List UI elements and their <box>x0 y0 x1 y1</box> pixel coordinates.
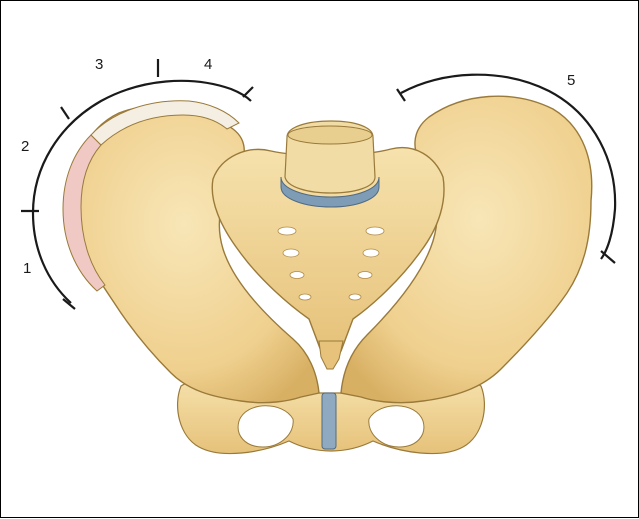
coccyx <box>319 341 343 369</box>
label-2: 2 <box>21 138 29 155</box>
vertebra-top <box>288 126 372 144</box>
label-3: 3 <box>95 56 103 73</box>
label-4: 4 <box>204 56 212 73</box>
label-5: 5 <box>567 72 575 89</box>
pubic-symphysis <box>322 393 336 449</box>
label-1: 1 <box>23 260 31 277</box>
